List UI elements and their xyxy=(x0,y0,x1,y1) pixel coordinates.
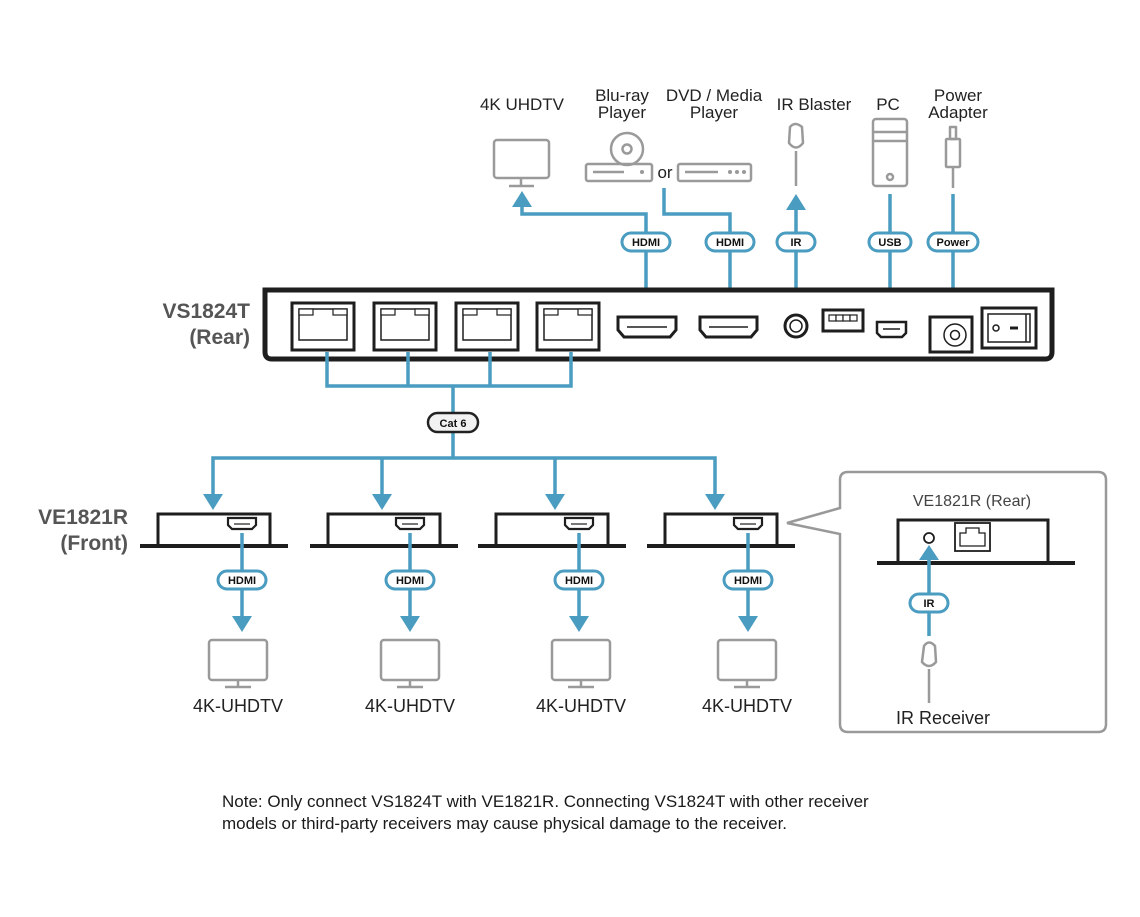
receiver-unit-2: HDMI 4K-UHDTV xyxy=(310,512,458,716)
ir-jack-port xyxy=(783,313,809,339)
label-bluray-line1: Blu-ray xyxy=(595,86,649,105)
receiver-side: (Front) xyxy=(60,532,128,555)
callout-title: VE1821R (Rear) xyxy=(913,493,1031,510)
transmitter-side: (Rear) xyxy=(189,326,250,349)
rear-callout: VE1821R (Rear) IR IR Receiver xyxy=(786,470,1108,734)
arrow-down-tv-icon xyxy=(232,616,252,632)
rear-receiver-chassis xyxy=(877,518,1075,565)
cable-pill-hdmi: HDMI xyxy=(722,569,774,591)
dc-power-port xyxy=(928,315,974,354)
receiver-unit-3: HDMI 4K-UHDTV xyxy=(478,512,626,716)
label-bluray-line2: Player xyxy=(598,103,647,122)
power-adapter-icon xyxy=(944,125,962,188)
cable-pill-usb: USB xyxy=(867,231,913,253)
arrow-up-ir-receiver-icon xyxy=(919,545,939,560)
receiver-unit-1: HDMI 4K-UHDTV xyxy=(140,512,288,716)
hdmi-in-port xyxy=(698,315,759,339)
tv-label: 4K-UHDTV xyxy=(193,696,283,716)
cable-hdmi-from-player xyxy=(662,188,732,305)
arrow-up-ir-icon xyxy=(786,194,806,210)
terminal-block-port xyxy=(821,308,865,333)
cat6-bus xyxy=(211,352,717,498)
cable-pill-hdmi: HDMI xyxy=(384,569,436,591)
ir-receiver-label: IR Receiver xyxy=(896,708,990,728)
arrow-down-tv-icon xyxy=(738,616,758,632)
top-device-labels: 4K UHDTV Blu-ray Player DVD / Media Play… xyxy=(480,86,988,122)
rj45-port-4 xyxy=(535,301,601,352)
cable-pill-hdmi-in: HDMI xyxy=(704,231,756,253)
monitor-icon xyxy=(379,638,441,689)
ir-blaster-icon xyxy=(787,122,805,186)
bluray-player-icon xyxy=(584,131,654,183)
cable-hdmi-to-tv xyxy=(520,204,648,320)
monitor-icon xyxy=(716,638,778,689)
svg-text:HDMI: HDMI xyxy=(716,237,744,249)
cable-pill-ir: IR xyxy=(775,231,817,253)
rj45-port-2 xyxy=(372,301,438,352)
monitor-icon xyxy=(492,138,551,188)
svg-text:HDMI: HDMI xyxy=(396,575,424,587)
arrow-down-receiver-2-icon xyxy=(372,494,392,510)
media-player-icon xyxy=(676,162,753,183)
label-pc: PC xyxy=(876,95,900,114)
svg-text:USB: USB xyxy=(878,237,901,249)
monitor-icon xyxy=(550,638,612,689)
label-power-line2: Adapter xyxy=(928,103,988,122)
rj45-port-3 xyxy=(454,301,520,352)
or-text: or xyxy=(657,163,672,182)
usb-port xyxy=(875,320,908,339)
label-power-line1: Power xyxy=(934,86,983,105)
svg-text:HDMI: HDMI xyxy=(228,575,256,587)
arrow-down-receiver-1-icon xyxy=(203,494,223,510)
svg-text:HDMI: HDMI xyxy=(632,237,660,249)
arrow-down-receiver-4-icon xyxy=(705,494,725,510)
arrow-down-receiver-3-icon xyxy=(545,494,565,510)
note-line-1: Note: Only connect VS1824T with VE1821R.… xyxy=(222,792,869,811)
svg-text:IR: IR xyxy=(791,237,802,249)
rj45-port-1 xyxy=(290,301,356,352)
note-line-2: models or third-party receivers may caus… xyxy=(222,814,788,833)
cable-pill-hdmi: HDMI xyxy=(216,569,268,591)
monitor-icon xyxy=(207,638,269,689)
ir-receiver-icon xyxy=(920,641,938,703)
ir-port xyxy=(923,532,935,544)
power-switch xyxy=(980,306,1038,350)
cable-pill-power: Power xyxy=(926,231,980,253)
receiver-unit-4: HDMI 4K-UHDTV xyxy=(647,512,795,716)
label-4k-uhdtv: 4K UHDTV xyxy=(480,95,565,114)
arrow-down-tv-icon xyxy=(400,616,420,632)
hdmi-out-port xyxy=(616,315,678,339)
cable-pill-hdmi: HDMI xyxy=(553,569,605,591)
tv-label: 4K-UHDTV xyxy=(536,696,626,716)
cable-pill-cat6: Cat 6 xyxy=(426,411,480,434)
pc-tower-icon xyxy=(871,117,909,188)
svg-text:Cat 6: Cat 6 xyxy=(440,418,467,430)
svg-text:Power: Power xyxy=(936,237,970,249)
cable-pill-ir-receiver: IR xyxy=(908,592,950,614)
receiver-name: VE1821R xyxy=(38,506,128,529)
arrow-down-tv-icon xyxy=(569,616,589,632)
arrow-up-tv-icon xyxy=(512,191,532,207)
label-ir-blaster: IR Blaster xyxy=(777,95,852,114)
svg-text:HDMI: HDMI xyxy=(565,575,593,587)
svg-text:IR: IR xyxy=(924,598,935,610)
cable-pill-hdmi-out: HDMI xyxy=(620,231,672,253)
label-dvd-line1: DVD / Media xyxy=(666,86,763,105)
tv-label: 4K-UHDTV xyxy=(365,696,455,716)
tv-label: 4K-UHDTV xyxy=(702,696,792,716)
svg-text:HDMI: HDMI xyxy=(734,575,762,587)
rear-rj45-port xyxy=(954,522,991,552)
transmitter-name: VS1824T xyxy=(162,300,250,323)
label-dvd-line2: Player xyxy=(690,103,739,122)
note-text: Note: Only connect VS1824T with VE1821R.… xyxy=(222,791,1082,835)
